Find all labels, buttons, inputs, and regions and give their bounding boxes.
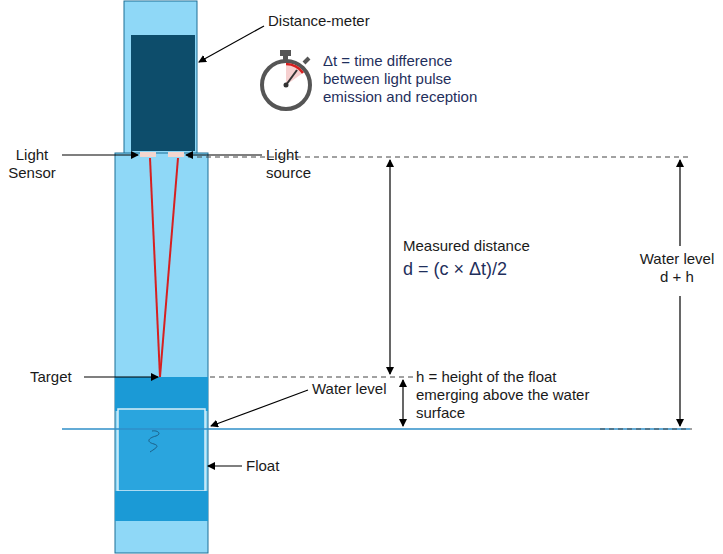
label: d = (c × Δt)/2 [403, 258, 553, 280]
label: h = height of the float emerging above t… [416, 368, 601, 422]
leader-arrow [208, 465, 242, 466]
reference-line [188, 157, 692, 158]
stopwatch-icon [262, 50, 310, 109]
light-source [168, 152, 184, 157]
float-body [118, 409, 205, 491]
leader-arrow [199, 26, 264, 62]
reference-line [210, 377, 415, 378]
dimension-arrow [679, 160, 680, 246]
target-plate [115, 377, 208, 411]
light-beam [150, 158, 160, 377]
label: Light Sensor [2, 146, 62, 182]
light-beam [160, 158, 178, 377]
meter-body [131, 35, 195, 151]
label: Water level d + h [634, 250, 720, 286]
label: Target [30, 368, 82, 386]
label: Float [246, 457, 296, 475]
label: Distance-meter [268, 12, 398, 30]
label: Measured distance [403, 237, 553, 255]
dimension-arrow [389, 160, 390, 374]
leader-arrow [62, 154, 138, 155]
label: Light source [266, 146, 326, 182]
light-sensor [140, 152, 156, 157]
tube [115, 153, 208, 553]
dimension-arrow [402, 380, 403, 426]
water-squiggle [149, 431, 159, 452]
reference-line [600, 429, 692, 430]
water-surface [62, 428, 690, 430]
float-base [115, 491, 208, 521]
dimension-arrow [679, 296, 680, 426]
label: Water level [312, 380, 402, 398]
meter-housing [124, 1, 197, 155]
label: Δt = time difference between light pulse… [323, 52, 513, 106]
leader-arrow [84, 376, 158, 377]
leader-arrow [211, 390, 308, 426]
leader-arrow [186, 154, 262, 155]
